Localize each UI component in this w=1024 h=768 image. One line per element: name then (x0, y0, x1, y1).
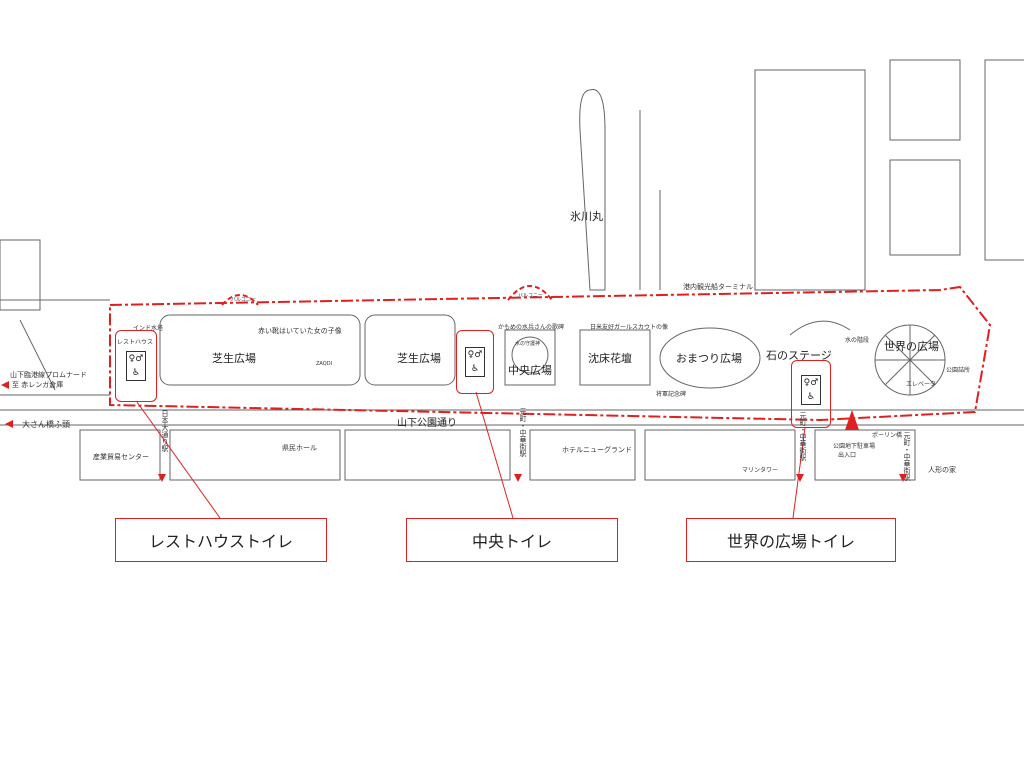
label-india-tower: インド水塔 (133, 325, 164, 332)
accessible-icon: ♿ (470, 364, 480, 374)
label-station-nihon-odori: 日本大通り駅 (161, 410, 169, 452)
label-stone-stage: 石のステージ (766, 349, 832, 362)
label-hotel: ホテルニューグランド (562, 446, 632, 454)
label-zaqdi: ZAQDI (316, 361, 333, 367)
label-lawn-1: 芝生広場 (212, 352, 256, 365)
label-water-guardian: 水の守護神 (515, 341, 541, 347)
label-water-stairs: 水の階段 (845, 337, 870, 344)
toilet-icon: ♀♂♿ (801, 375, 821, 405)
label-parking: 公園地下駐車場 (833, 443, 876, 450)
exit-marker-icon (899, 474, 907, 482)
label-sailor-song: かもめの水兵さんの歌碑 (498, 324, 565, 331)
label-park-office: 公園詰所 (946, 367, 971, 374)
label-pauline-bridge: ポーリン橋 (872, 432, 903, 439)
label-world-plaza: 世界の広場 (884, 340, 939, 353)
label-central-plaza: 中央広場 (508, 364, 552, 377)
toilet-icon: ♀♂♿ (126, 351, 146, 381)
label-station-motomachi-2: 元町・中華街駅 (799, 412, 807, 461)
label-hikawamaru: 氷川丸 (570, 210, 603, 223)
toilet-central-marker[interactable]: ♀♂♿ (456, 330, 494, 394)
arrow-left-icon (5, 420, 13, 428)
label-festival-plaza: おまつり広場 (676, 352, 742, 365)
exit-marker-icon (796, 474, 804, 482)
toilet-resthouse-marker[interactable]: ♀♂♿ (115, 330, 157, 402)
label-to-redbrick: 至 赤レンガ倉庫 (12, 381, 64, 389)
label-balcony-2: バルコニー (518, 293, 543, 299)
label-parking-exit: 出入口 (838, 452, 857, 459)
label-lawn-2: 芝生広場 (397, 352, 441, 365)
exit-marker-icon (514, 474, 522, 482)
callout-resthouse-toilet: レストハウストイレ (115, 518, 327, 562)
label-station-motomachi-1: 元町・中華街駅 (519, 408, 527, 457)
exit-marker-icon (158, 474, 166, 482)
callout-world-plaza-toilet: 世界の広場トイレ (686, 518, 896, 562)
label-memorial: 将軍記念碑 (656, 391, 687, 398)
label-sunken-garden: 沈床花壇 (588, 352, 632, 365)
label-promenade: 山下臨港線プロムナード (10, 371, 87, 379)
label-street: 山下公園通り (397, 418, 457, 429)
label-terminal: 港内観光船ターミナル (683, 283, 753, 291)
label-osanbashi: 大さん橋ふ頭 (22, 420, 70, 429)
label-girlscout: 日米友好ガールスカウトの像 (590, 324, 669, 331)
label-balcony-1: バルコニー (231, 297, 256, 303)
toilet-icon: ♀♂♿ (465, 347, 485, 377)
arrow-left-icon (1, 381, 9, 389)
callout-central-toilet: 中央トイレ (406, 518, 618, 562)
label-resthouse: レストハウス (117, 339, 154, 346)
label-trade-center: 産業貿易センター (93, 453, 149, 461)
label-station-motomachi-3: 元町・中華街駅 (903, 432, 911, 481)
label-doll-house: 人形の家 (928, 466, 956, 474)
label-elevator: エレベータ (906, 381, 937, 388)
toilet-world-plaza-marker[interactable]: ♀♂♿ (791, 360, 831, 428)
accessible-icon: ♿ (131, 368, 141, 378)
accessible-icon: ♿ (806, 392, 816, 402)
label-girl-statue: 赤い靴はいていた女の子像 (258, 327, 342, 335)
label-kenmin-hall: 県民ホール (282, 444, 317, 452)
label-marine-tower: マリンタワー (742, 467, 779, 474)
